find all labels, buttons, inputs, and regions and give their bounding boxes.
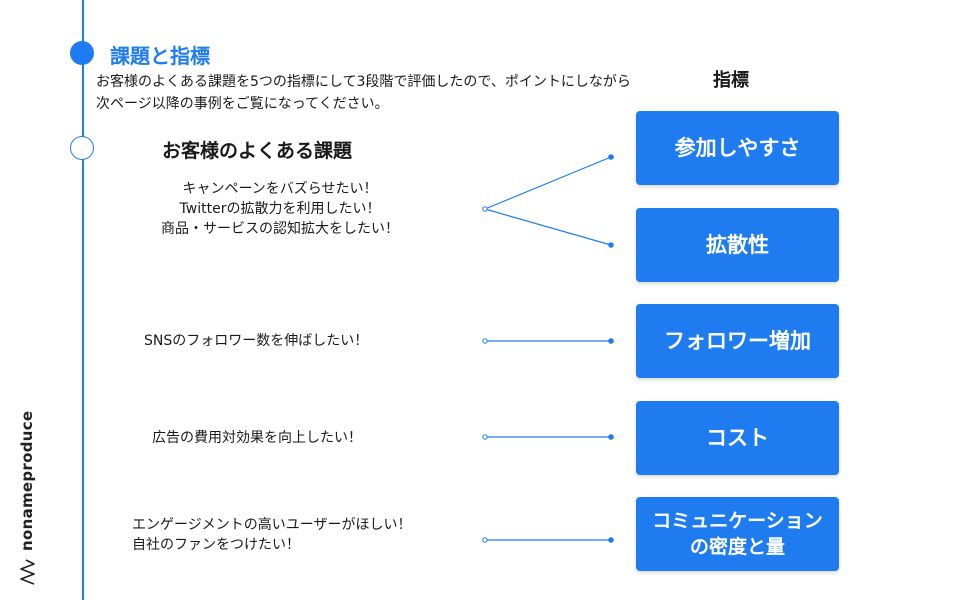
intro-text: お客様のよくある課題を5つの指標にして3段階で評価したので、ポイントにしながら次…	[96, 74, 631, 112]
connector-start-dot	[482, 537, 488, 543]
metric-label: の密度と量	[689, 536, 785, 558]
wave-logo-icon	[20, 559, 35, 585]
connector-line	[484, 156, 612, 210]
connector-end-dot	[608, 537, 614, 543]
connector-end-dot	[608, 242, 614, 248]
connector-end-dot	[608, 338, 614, 344]
metric-card-participation: 参加しやすさ	[636, 111, 839, 185]
issue-item: SNSのフォロワー数を伸ばしたい！	[144, 331, 368, 351]
connector-start-dot	[482, 206, 488, 212]
connector-end-dot	[608, 434, 614, 440]
issue-item: キャンペーンをバズらせたい！ Twitterの拡散力を利用したい！ 商品・サービ…	[130, 179, 430, 239]
metric-label: コスト	[706, 426, 769, 450]
metric-label: 拡散性	[706, 233, 769, 257]
brand-name: nonameproduce	[18, 410, 36, 551]
issue-line: キャンペーンをバズらせたい！	[182, 181, 378, 197]
metrics-heading: 指標	[713, 70, 749, 91]
issue-line: Twitterの拡散力を利用したい！	[179, 201, 381, 217]
metric-card-virality: 拡散性	[636, 208, 839, 282]
issue-line: 自社のファンをつけたい！	[132, 537, 300, 553]
connector-line	[484, 208, 612, 246]
issue-line: 広告の費用対効果を向上したい！	[152, 430, 362, 446]
connector-start-dot	[482, 338, 488, 344]
metric-card-follower-growth: フォロワー増加	[636, 304, 839, 378]
metric-card-cost: コスト	[636, 401, 839, 475]
brand: nonameproduce	[18, 411, 36, 585]
timeline-dot-active	[70, 41, 94, 65]
metric-label: フォロワー増加	[664, 329, 811, 353]
issue-line: SNSのフォロワー数を伸ばしたい！	[144, 333, 369, 349]
timeline-dot	[70, 136, 94, 160]
issue-line: エンゲージメントの高いユーザーがほしい！	[132, 517, 412, 533]
connector-start-dot	[482, 434, 488, 440]
connector-end-dot	[608, 154, 614, 160]
issue-item: エンゲージメントの高いユーザーがほしい！ 自社のファンをつけたい！	[132, 515, 411, 555]
timeline-line	[82, 0, 84, 600]
issue-line: 商品・サービスの認知拡大をしたい！	[161, 221, 399, 237]
issue-item: 広告の費用対効果を向上したい！	[152, 428, 362, 448]
metric-label: 参加しやすさ	[674, 136, 801, 160]
issues-heading: お客様のよくある課題	[162, 140, 353, 162]
metric-label: コミュニケーション	[652, 510, 823, 532]
section-title: 課題と指標	[110, 44, 210, 68]
metric-card-communication: コミュニケーション の密度と量	[636, 497, 839, 571]
